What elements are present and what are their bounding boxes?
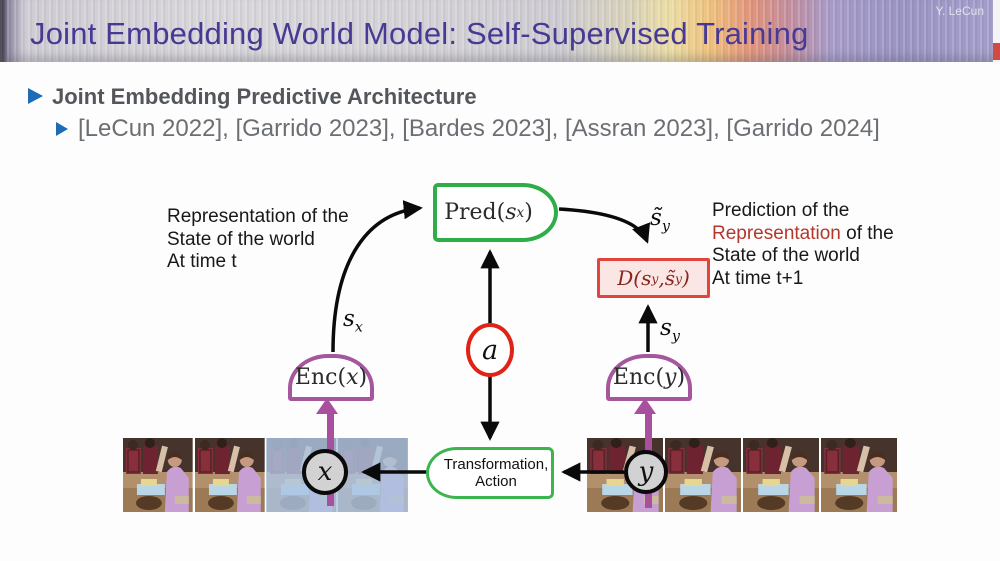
sy-sub: y [671, 328, 680, 345]
pred-sub: x [516, 204, 525, 221]
transform-line2: Action [475, 473, 517, 490]
s-tilde-y-label: s̃y [650, 205, 670, 235]
right-note-line1: Prediction of the [712, 200, 850, 221]
d-sub1: y [651, 270, 659, 286]
video-frame-strip-x [123, 438, 408, 512]
left-note-line3: At time t [167, 251, 237, 272]
encx-close: ) [358, 365, 368, 390]
action-circle: a [466, 323, 514, 377]
sty-var: s̃ [650, 205, 662, 231]
header-band: Joint Embedding World Model: Self-Superv… [0, 0, 1000, 62]
author-credit: Y. LeCun [935, 4, 985, 18]
encx-var: x [346, 365, 359, 390]
arrow-pred-to-d [558, 207, 651, 244]
transformation-box: Transformation, Action [426, 447, 554, 499]
left-note-line1: Representation of the [167, 206, 349, 227]
sx-var: s [343, 306, 355, 332]
pred-var: s [505, 200, 517, 225]
right-note: Prediction of the Representation of the … [712, 200, 894, 290]
x-var: x [317, 457, 333, 487]
header-right-edge [993, 0, 1000, 62]
d-label: D( [617, 266, 642, 290]
encoder-y-box: Enc(y) [606, 354, 692, 401]
encx-label: Enc( [294, 365, 347, 390]
y-circle: y [624, 450, 668, 494]
action-var: a [481, 334, 499, 366]
video-frame [194, 438, 265, 512]
d-comma: , [658, 266, 665, 290]
d-sub2: y [674, 270, 682, 286]
y-var: y [638, 457, 654, 487]
x-circle: x [302, 449, 348, 495]
page-title: Joint Embedding World Model: Self-Superv… [30, 16, 809, 51]
sx-label: sx [343, 306, 363, 336]
d-var2: s̃ [664, 266, 675, 290]
header-red-chip [993, 43, 1000, 60]
encoder-arrow-y-head [634, 398, 656, 414]
transform-line1: Transformation, [443, 456, 549, 473]
right-note-line3: State of the world [712, 245, 860, 266]
encoder-arrow-x-head [316, 398, 338, 414]
right-note-red-word: Representation [712, 222, 841, 244]
sty-sub: y [661, 218, 670, 235]
d-close: ) [681, 266, 690, 290]
left-note: Representation of the State of the world… [167, 206, 349, 274]
d-var1: s [641, 266, 652, 290]
video-frame [743, 438, 819, 512]
left-note-line2: State of the world [167, 228, 315, 250]
sy-label: sy [660, 315, 680, 345]
bullet-references: [LeCun 2022], [Garrido 2023], [Bardes 20… [78, 115, 880, 142]
ency-label: Enc( [612, 365, 665, 390]
sx-sub: x [354, 319, 363, 336]
sy-var: s [660, 315, 672, 341]
ency-var: y [664, 365, 677, 390]
right-note-line2: Representation of the [712, 223, 894, 246]
video-frame [821, 438, 897, 512]
encoder-x-box: Enc(x) [288, 354, 374, 401]
pred-close: ) [524, 200, 533, 225]
bullet-triangle-icon [28, 88, 43, 104]
ency-close: ) [676, 365, 686, 390]
video-frame [123, 438, 193, 512]
bullet-heading: Joint Embedding Predictive Architecture [52, 84, 477, 109]
right-note-line4: At time t+1 [712, 267, 804, 289]
right-note-line2-rest: of the [840, 222, 894, 244]
pred-label: Pred( [444, 200, 506, 225]
sub-bullet-triangle-icon [56, 122, 68, 136]
video-frame [665, 438, 741, 512]
